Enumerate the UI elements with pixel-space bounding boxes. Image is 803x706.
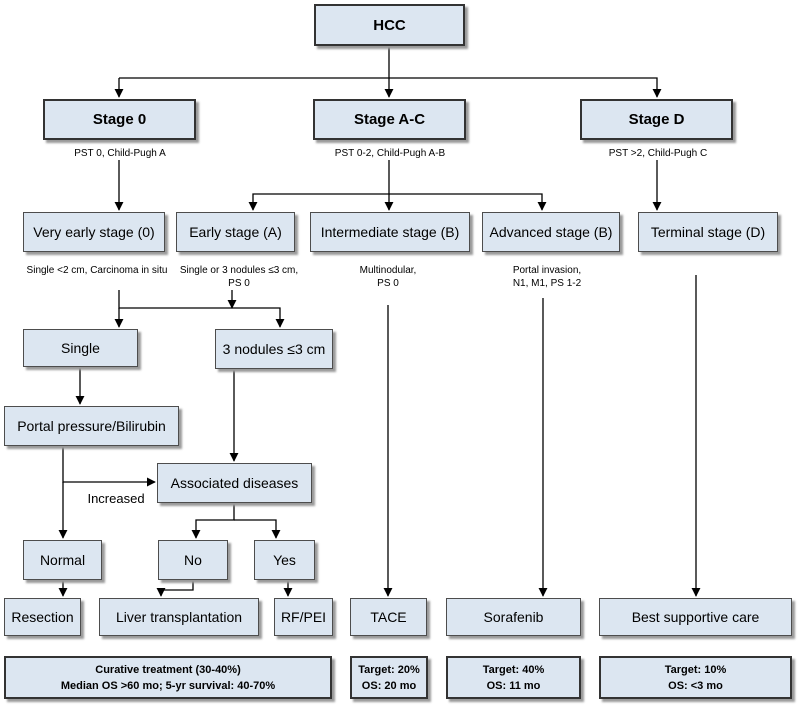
terminal-stage-title: Terminal stage (D) [650, 224, 766, 240]
yes-label: Yes [273, 552, 296, 568]
stage-0-criteria: PST 0, Child-Pugh A [74, 148, 166, 159]
rf-pei-box: RF/PEI [274, 598, 333, 636]
increased-label: Increased [87, 491, 145, 506]
no-label: No [184, 552, 202, 568]
three-nodules-label: 3 nodules ≤3 cm [222, 341, 326, 357]
connector-hcc-staged [389, 77, 662, 98]
no-box: No [158, 540, 228, 580]
stage-ac-title: Stage A-C [353, 111, 426, 128]
intermediate-criteria-line2: PS 0 [377, 278, 399, 289]
bsc-outcome-line2: OS: <3 mo [668, 679, 723, 692]
single-label: Single [61, 340, 100, 356]
connector-stageac-advanced [389, 193, 547, 211]
stage-0-box: Stage 0 [43, 99, 196, 140]
stage-d-box: Stage D [580, 99, 733, 140]
early-stage-box: Early stage (A) [176, 212, 295, 252]
curative-outcome-box: Curative treatment (30-40%) Median OS >6… [4, 656, 332, 699]
sorafenib-outcome-line1: Target: 40% [482, 663, 545, 676]
portal-pressure-label: Portal pressure/Bilirubin [17, 418, 166, 434]
associated-diseases-label: Associated diseases [170, 475, 299, 491]
early-stage-title: Early stage (A) [189, 224, 282, 240]
normal-box: Normal [23, 540, 102, 580]
very-early-stage-title: Very early stage (0) [33, 224, 155, 240]
intermediate-stage-box: Intermediate stage (B) [310, 212, 470, 252]
tace-box: TACE [350, 598, 427, 636]
sorafenib-label: Sorafenib [483, 609, 544, 625]
advanced-stage-box: Advanced stage (B) [482, 212, 620, 252]
advanced-criteria-line1: Portal invasion, [512, 265, 582, 276]
connector-no-liver [156, 580, 194, 597]
bsc-outcome-line1: Target: 10% [664, 663, 727, 676]
early-criteria-line2: PS 0 [228, 278, 250, 289]
intermediate-stage-title: Intermediate stage (B) [320, 224, 460, 240]
liver-transplantation-label: Liver transplantation [115, 609, 243, 625]
three-nodules-box: 3 nodules ≤3 cm [215, 329, 333, 369]
connector-hcc-trunk [119, 46, 390, 79]
sorafenib-box: Sorafenib [446, 598, 581, 636]
portal-pressure-box: Portal pressure/Bilirubin [4, 406, 179, 446]
tace-outcome-line1: Target: 20% [358, 663, 420, 676]
liver-transplantation-box: Liver transplantation [99, 598, 259, 636]
intermediate-criteria-line1: Multinodular, [359, 265, 417, 276]
stage-ac-criteria: PST 0-2, Child-Pugh A-B [334, 148, 446, 159]
connector-portal-associated [62, 446, 156, 487]
stage-ac-box: Stage A-C [313, 99, 466, 140]
rf-pei-label: RF/PEI [280, 609, 327, 625]
connector-associated-split [191, 503, 235, 539]
advanced-stage-title: Advanced stage (B) [489, 224, 613, 240]
curative-outcome-line1: Curative treatment (30-40%) [95, 663, 241, 676]
stage-0-title: Stage 0 [92, 111, 147, 128]
yes-box: Yes [254, 540, 315, 580]
associated-diseases-box: Associated diseases [157, 463, 312, 503]
terminal-stage-box: Terminal stage (D) [638, 212, 778, 252]
resection-box: Resection [4, 598, 81, 636]
stage-d-title: Stage D [628, 111, 685, 128]
connector-stageac-trunk [248, 160, 390, 211]
very-early-criteria: Single <2 cm, Carcinoma in situ [26, 265, 168, 276]
bsc-outcome-box: Target: 10% OS: <3 mo [599, 656, 792, 699]
resection-label: Resection [11, 609, 74, 625]
sorafenib-outcome-line2: OS: 11 mo [486, 679, 541, 692]
connector-associated-yes [234, 519, 281, 539]
hcc-root-label: HCC [373, 16, 406, 34]
very-early-stage-box: Very early stage (0) [23, 212, 165, 252]
connector-split-single-nodules [118, 290, 285, 328]
normal-label: Normal [39, 552, 86, 568]
early-criteria-line1: Single or 3 nodules ≤3 cm, [179, 265, 299, 276]
tace-outcome-box: Target: 20% OS: 20 mo [350, 656, 428, 699]
stage-d-criteria: PST >2, Child-Pugh C [608, 148, 708, 159]
tace-outcome-line2: OS: 20 mo [361, 679, 417, 692]
advanced-criteria-line2: N1, M1, PS 1-2 [512, 278, 582, 289]
best-supportive-care-box: Best supportive care [599, 598, 792, 636]
hcc-root-box: HCC [314, 4, 465, 46]
sorafenib-outcome-box: Target: 40% OS: 11 mo [446, 656, 581, 699]
single-box: Single [23, 329, 138, 367]
curative-outcome-line2: Median OS >60 mo; 5-yr survival: 40-70% [60, 679, 276, 692]
best-supportive-care-label: Best supportive care [631, 609, 760, 625]
tace-label: TACE [370, 609, 407, 625]
